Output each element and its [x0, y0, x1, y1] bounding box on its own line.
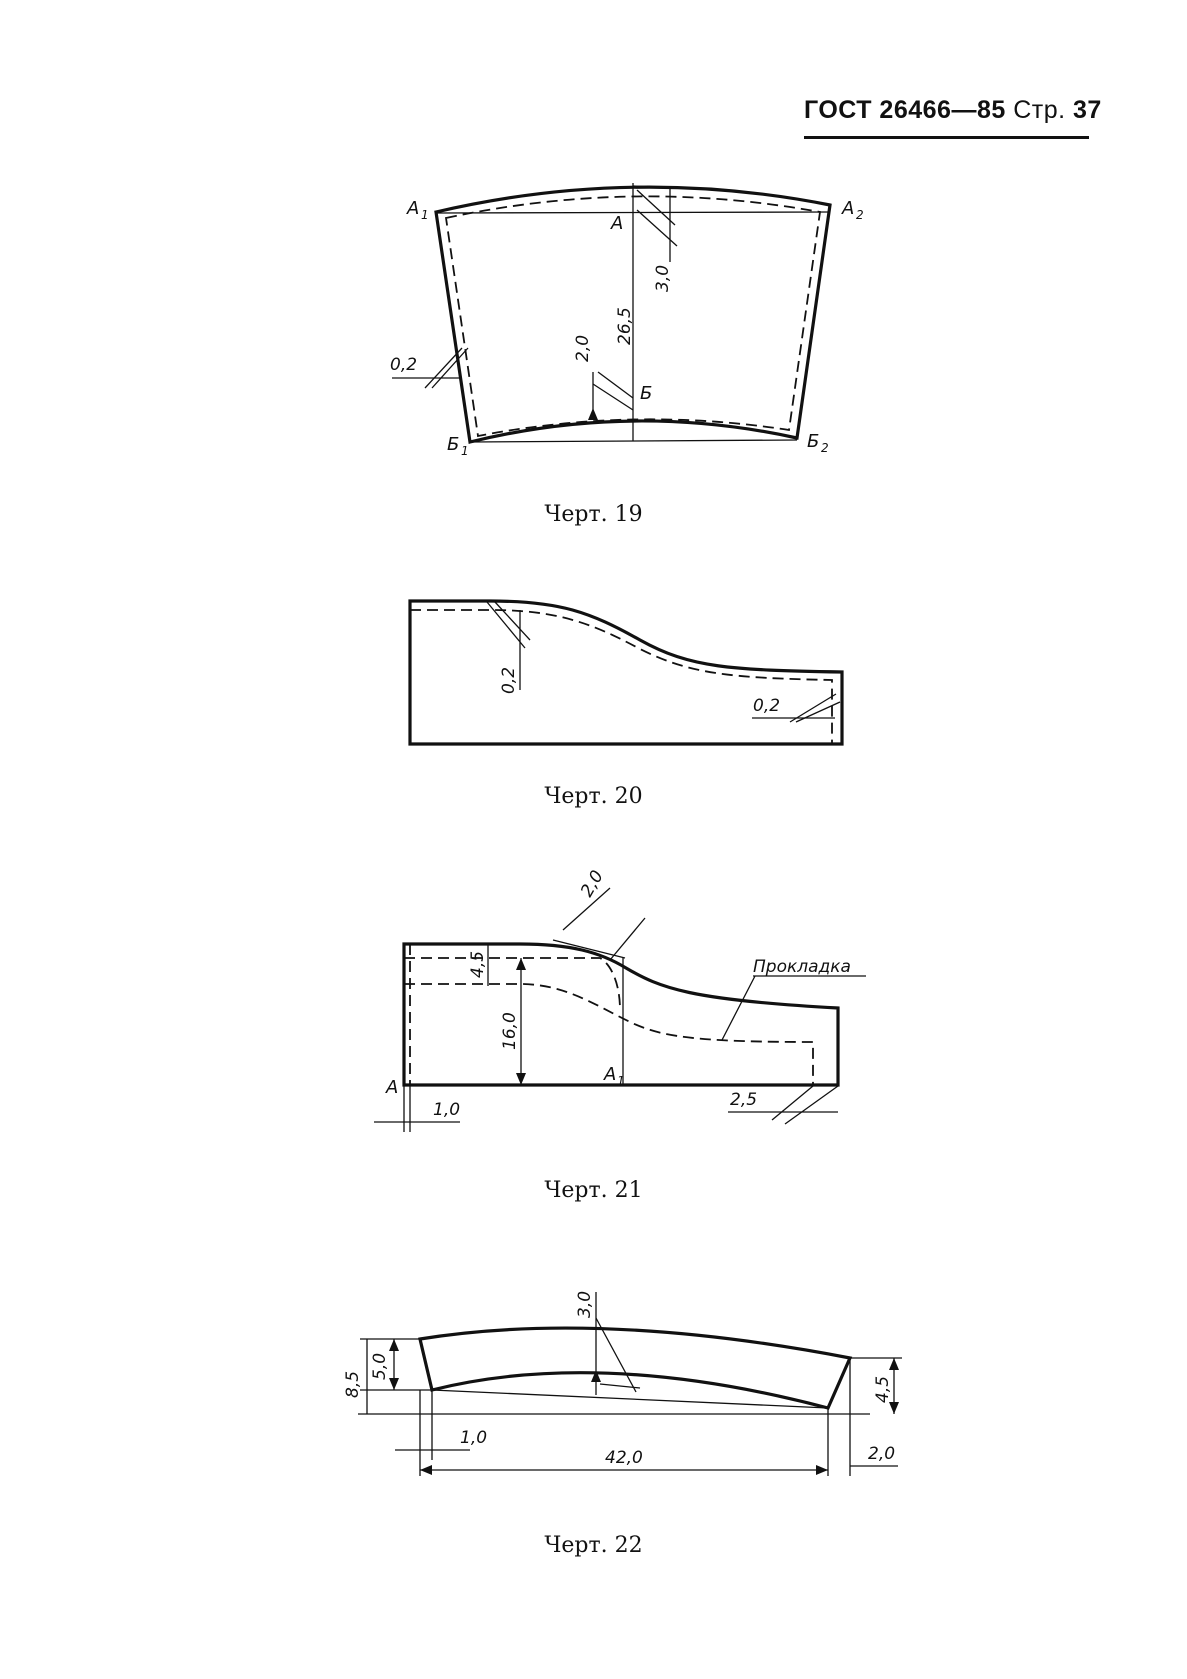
fig22-dim-right: 2,0	[868, 1444, 895, 1464]
fig20-dim-left: 0,2	[499, 667, 519, 694]
header-rule	[804, 136, 1089, 139]
fig22-dim-total-height: 8,5	[343, 1371, 363, 1398]
fig19-hatch	[597, 371, 634, 399]
fig22-arrow	[889, 1358, 899, 1370]
fig22-dim-right-height: 4,5	[873, 1376, 893, 1403]
fig21-outline	[402, 942, 840, 1087]
fig19-dim-bottom: 2,0	[573, 335, 593, 362]
fig20-outline	[408, 599, 844, 746]
fig19-hatch	[431, 347, 469, 389]
fig22-arrow	[816, 1465, 828, 1475]
fig21-dim-left: 1,0	[433, 1100, 460, 1120]
fig22-arrow	[889, 1402, 899, 1414]
fig19-dim-seam: 0,2	[390, 355, 417, 375]
caption-fig20: Черт. 20	[544, 784, 643, 809]
fig21-dim-height: 16,0	[500, 1012, 520, 1050]
page-header: ГОСТ 26466—85 Стр. 37	[804, 96, 1101, 140]
fig22-dim-left-height: 5,0	[370, 1353, 390, 1380]
label-b2: Б	[807, 431, 819, 452]
label-b1-sub: 1	[461, 444, 469, 458]
label-b: Б	[640, 383, 652, 404]
fig22-outline	[418, 1326, 853, 1410]
fig19-dim-top: 3,0	[653, 265, 673, 292]
fig19-ext-top	[632, 185, 671, 189]
fig19-dim-height: 26,5	[615, 307, 635, 345]
fig19-outline	[434, 185, 832, 444]
figure-19: 3,0 26,5 2,0 0,2 A 1 A 2 A Б Б 1 Б 2	[390, 183, 864, 458]
page-label: Стр.	[1013, 96, 1066, 124]
figure-21: 4,5 16,0 2,0 Прокладка A A 1 1,0 2,5	[374, 867, 866, 1132]
caption-fig21: Черт. 21	[544, 1178, 643, 1203]
fig22-arrow	[420, 1465, 432, 1475]
caption-fig22: Черт. 22	[544, 1533, 643, 1558]
fig21-ext	[609, 917, 646, 961]
fig21-dim-right: 2,5	[730, 1090, 757, 1110]
fig19-hatch	[636, 189, 676, 226]
fig21-ext	[562, 887, 611, 931]
label-a2-sub: 2	[856, 208, 864, 222]
fig21-dim-upper: 4,5	[468, 951, 488, 978]
fig21-label-a1: A	[603, 1064, 616, 1085]
fig21-lining-label: Прокладка	[753, 957, 851, 977]
figure-20: 0,2 0,2	[408, 599, 844, 746]
fig19-hatch	[424, 347, 463, 389]
standard-number: ГОСТ 26466—85	[804, 96, 1006, 124]
fig21-hatch	[784, 1085, 839, 1125]
fig22-arrow	[591, 1370, 601, 1382]
fig21-label-a1-sub: 1	[617, 1074, 625, 1088]
fig20-hatch	[486, 601, 526, 649]
fig20-hatch	[795, 701, 841, 723]
fig21-lining	[404, 957, 621, 1011]
label-a1-sub: 1	[421, 208, 429, 222]
caption-fig19: Черт. 19	[544, 502, 643, 527]
fig22-dim-top: 3,0	[575, 1291, 595, 1318]
fig22-dim-left: 1,0	[460, 1428, 487, 1448]
fig21-dim-curve: 2,0	[577, 867, 608, 900]
fig20-hatch	[789, 693, 837, 723]
figure-22: 8,5 5,0 3,0 4,5 1,0 42,0 2,0	[343, 1291, 902, 1476]
fig21-arrow	[516, 1073, 526, 1085]
page-number: 37	[1073, 96, 1102, 124]
fig19-arrow	[588, 408, 598, 420]
fig19-hatch	[636, 209, 678, 247]
fig21-dim-curve-line	[552, 939, 626, 959]
label-b2-sub: 2	[821, 441, 829, 455]
fig22-dim-length: 42,0	[605, 1448, 643, 1468]
fig22-hatch	[595, 1317, 637, 1393]
fig20-hatch	[494, 601, 531, 641]
fig22-arrow	[389, 1378, 399, 1390]
fig20-dim-right: 0,2	[753, 696, 780, 716]
fig19-hatch	[592, 383, 634, 411]
fig21-lining-leader	[721, 975, 756, 1041]
fig22-arrow	[389, 1339, 399, 1351]
label-b1: Б	[447, 434, 459, 455]
label-a1: A	[406, 198, 419, 219]
label-a: A	[610, 213, 623, 234]
fig22-chord	[431, 1389, 829, 1409]
fig21-hatch	[771, 1085, 814, 1121]
fig21-lining-lower	[404, 983, 814, 1085]
fig22-hatch	[599, 1383, 641, 1389]
fig21-label-a: A	[385, 1077, 398, 1098]
label-a2: A	[841, 198, 854, 219]
fig20-seam-line	[410, 609, 833, 744]
fig21-arrow	[516, 958, 526, 970]
